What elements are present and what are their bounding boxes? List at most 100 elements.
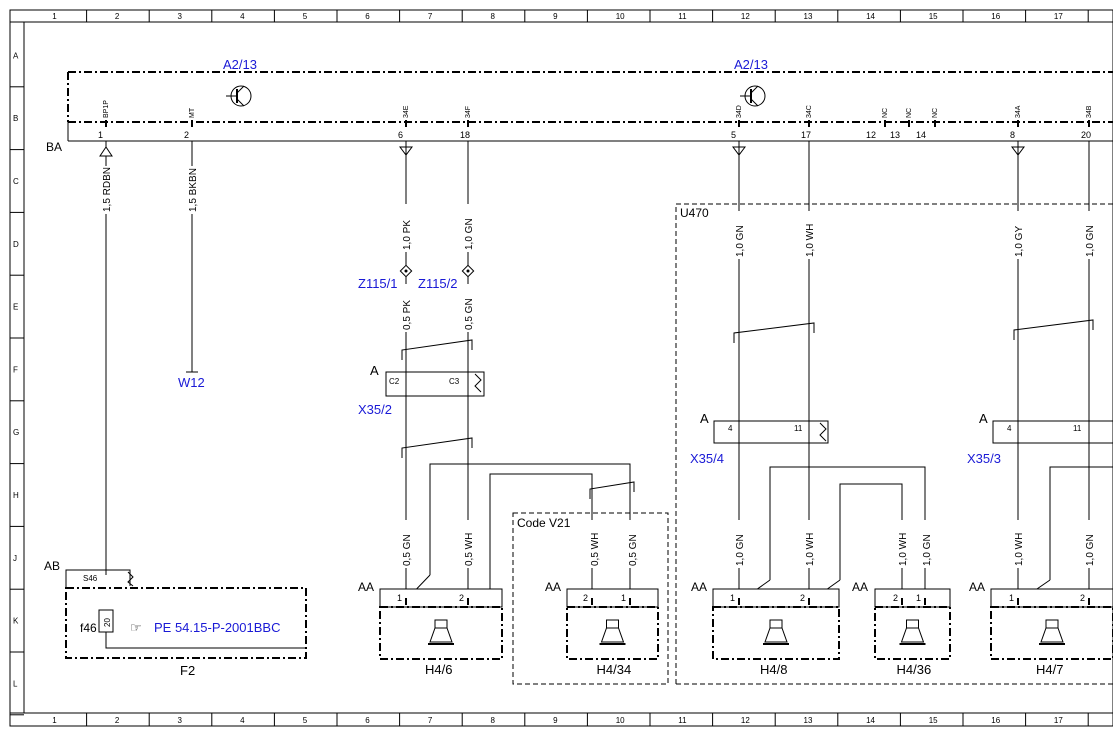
wire-label: 1,0 WH	[898, 533, 909, 566]
speaker-label: H4/34	[597, 662, 632, 677]
column-number: 1	[52, 716, 57, 725]
speaker-icon	[428, 619, 454, 645]
column-number: 5	[303, 12, 308, 21]
pin-number: 2	[459, 593, 464, 603]
splice-z115-1-label: Z115/1	[358, 276, 398, 291]
pin-number: 2	[800, 593, 805, 603]
svg-text:34A: 34A	[1015, 105, 1022, 118]
fuse-reference-link[interactable]: PE 54.15-P-2001BBC	[154, 620, 280, 635]
column-number: 12	[741, 716, 750, 725]
pin-number: 2	[893, 593, 898, 603]
svg-text:17: 17	[801, 130, 811, 140]
column-number: 7	[428, 716, 433, 725]
fuse-number: 20	[103, 618, 112, 627]
column-number: 2	[115, 12, 120, 21]
aa-label: AA	[691, 580, 707, 594]
column-number: 3	[178, 12, 183, 21]
column-number: 6	[365, 12, 370, 21]
row-letter: J	[13, 554, 17, 563]
svg-text:5: 5	[731, 130, 736, 140]
svg-text:12: 12	[866, 130, 876, 140]
aa-label: AA	[545, 580, 561, 594]
pin-number: 1	[621, 593, 626, 603]
svg-text:18: 18	[460, 130, 470, 140]
row-letter: A	[13, 51, 19, 60]
bus-label: BA	[46, 140, 62, 154]
pin-nc: NC 13	[890, 108, 913, 140]
svg-text:34F: 34F	[465, 106, 472, 118]
speaker-icon	[763, 619, 789, 645]
column-number: 12	[741, 12, 750, 21]
pin-number: 1	[730, 593, 735, 603]
wires	[105, 141, 1113, 649]
svg-text:C2: C2	[389, 377, 400, 386]
connector-x35-4: A 4 11 X35/4	[690, 411, 829, 466]
column-number: 7	[428, 12, 433, 21]
pin-34a: 34A 8	[1010, 105, 1022, 140]
pin-mt: MT2	[184, 107, 196, 140]
terminal-arrows	[99, 146, 1025, 157]
control-unit-a2-13: A2/13 A2/13 BA	[46, 57, 1113, 154]
column-number: 15	[929, 12, 938, 21]
pin-34f: 34F 18	[460, 106, 472, 140]
pin-number: 2	[583, 593, 588, 603]
wire-label: 1,0 WH	[1014, 533, 1025, 566]
speaker-label: H4/8	[760, 662, 787, 677]
fuse-s46-label: S46	[83, 574, 98, 583]
wire-label: 1,0 GN	[1085, 534, 1096, 566]
svg-text:14: 14	[916, 130, 926, 140]
column-number: 14	[866, 716, 875, 725]
svg-text:8: 8	[1010, 130, 1015, 140]
svg-text:BP1P: BP1P	[103, 100, 110, 118]
svg-text:34D: 34D	[736, 105, 743, 118]
wire-label: 0,5 WH	[590, 533, 601, 566]
frame-border	[9, 9, 1113, 727]
splice-z115: Z115/1 Z115/2	[358, 264, 475, 291]
wire-label: 1,0 WH	[805, 533, 816, 566]
svg-text:C3: C3	[449, 377, 460, 386]
column-number: 9	[553, 716, 558, 725]
aa-label: AA	[969, 580, 985, 594]
column-number: 16	[991, 12, 1000, 21]
column-number: 11	[678, 12, 687, 21]
connector-x35-3-label: X35/3	[967, 451, 1001, 466]
wire-label: 1,0 PK	[402, 220, 413, 250]
wire-label: 1,0 GN	[735, 534, 746, 566]
connector-x35-2-label: X35/2	[358, 402, 392, 417]
connector-x35-4-label: X35/4	[690, 451, 724, 466]
svg-text:NC: NC	[932, 108, 939, 118]
speaker-h4-34: AA 2 1H4/34	[545, 580, 659, 677]
splice-z115-2-label: Z115/2	[418, 276, 458, 291]
column-number: 16	[991, 716, 1000, 725]
column-number: 10	[616, 716, 625, 725]
speaker-icon	[1039, 619, 1065, 645]
ground-w12-label: W12	[178, 375, 205, 390]
pin-34c: 34C 17	[801, 105, 813, 140]
column-number: 13	[804, 716, 813, 725]
connector-x35-3: A 4 11 X35/3	[967, 411, 1113, 466]
speaker-icon	[599, 619, 626, 645]
wire-label: 1,0 GN	[1085, 225, 1096, 257]
column-number: 5	[303, 716, 308, 725]
svg-text:11: 11	[1073, 424, 1082, 433]
svg-text:4: 4	[728, 424, 733, 433]
pin-nc: NC 14	[916, 108, 939, 140]
wire-label: 0,5 GN	[628, 534, 639, 566]
svg-text:4: 4	[1007, 424, 1012, 433]
connector-x35-2: A C2 C3 X35/2	[358, 363, 485, 417]
svg-text:NC: NC	[906, 108, 913, 118]
row-letter: K	[13, 617, 19, 626]
pin-number: 1	[1009, 593, 1014, 603]
column-number: 2	[115, 716, 120, 725]
svg-text:11: 11	[794, 424, 803, 433]
svg-text:34C: 34C	[806, 105, 813, 118]
svg-text:13: 13	[890, 130, 900, 140]
